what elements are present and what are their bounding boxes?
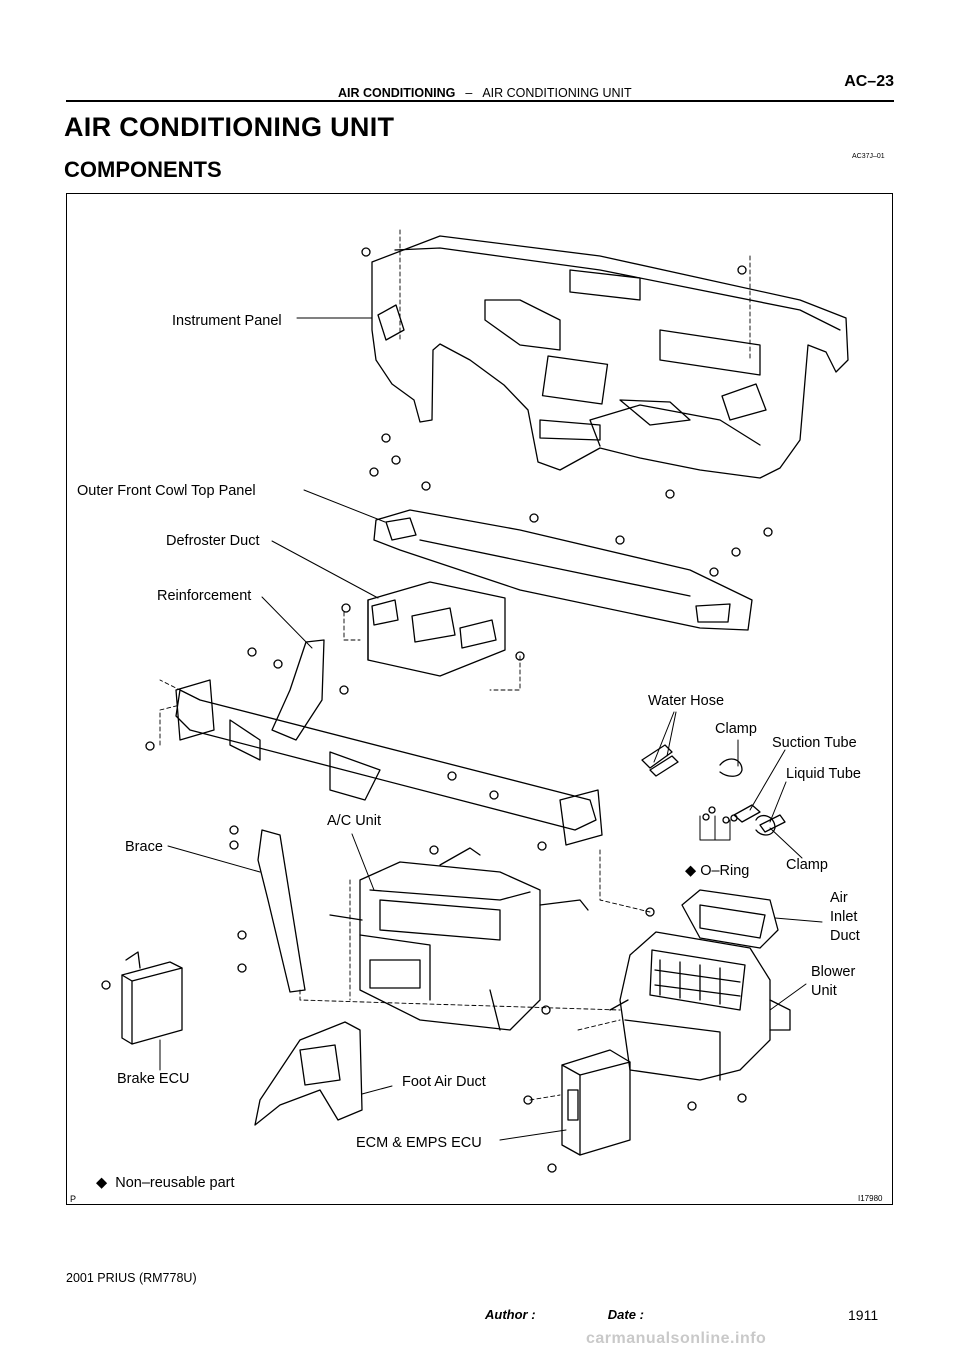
label-blower-line2: Unit [811, 983, 837, 999]
label-foot-air-duct: Foot Air Duct [402, 1074, 486, 1090]
label-blower-line1: Blower [811, 964, 856, 980]
label-defroster-duct: Defroster Duct [166, 533, 260, 549]
defroster-duct-drawing [341, 581, 525, 677]
label-clamp-lower: Clamp [786, 857, 828, 873]
label-air-inlet-line1: Air [830, 890, 848, 906]
page-subtitle: COMPONENTS [64, 157, 222, 182]
document-code: AC37J–01 [852, 153, 885, 160]
non-reusable-mark: ◆ [685, 863, 697, 879]
label-clamp-upper: Clamp [715, 721, 757, 737]
label-ac-unit: A/C Unit [327, 813, 381, 829]
label-air-inlet-line2: Inlet [830, 909, 858, 925]
label-instrument-panel: Instrument Panel [172, 313, 282, 329]
ecm-emps-ecu-drawing [523, 1049, 747, 1173]
cowl-panel-drawing [369, 433, 773, 631]
label-o-ring: ◆ O–Ring [685, 862, 749, 880]
plumbing-drawing [641, 744, 786, 836]
label-liquid-tube: Liquid Tube [786, 766, 861, 782]
figure-frame [66, 193, 893, 1205]
page-title: AIR CONDITIONING UNIT [64, 112, 395, 142]
o-ring-text: O–Ring [700, 863, 750, 879]
blower-unit-drawing [609, 931, 791, 1081]
watermark: carmanualsonline.info [586, 1330, 767, 1347]
label-air-inlet-line3: Duct [830, 928, 860, 944]
author-date-line: Author : Date : [485, 1307, 644, 1322]
label-reinforcement: Reinforcement [157, 588, 252, 604]
section-separator: – [465, 86, 473, 100]
label-brake-ecu: Brake ECU [117, 1071, 190, 1087]
figure-id: I17980 [858, 1194, 883, 1203]
legend-non-reusable: ◆ Non–reusable part [96, 1174, 235, 1192]
ac-unit-drawing [329, 845, 589, 1031]
label-suction-tube: Suction Tube [772, 735, 857, 751]
label-ecm-emps-ecu: ECM & EMPS ECU [356, 1135, 482, 1151]
figure-corner-mark: P [70, 1194, 77, 1204]
label-outer-front-cowl-top-panel: Outer Front Cowl Top Panel [77, 483, 256, 499]
instrument-panel-drawing [361, 229, 849, 479]
brake-ecu-drawing [101, 951, 183, 1045]
label-brace: Brace [125, 839, 163, 855]
foot-air-duct-drawing [254, 1021, 363, 1126]
section-header: AIR CONDITIONING–AIR CONDITIONING UNIT [338, 86, 632, 100]
subsection-name: AIR CONDITIONING UNIT [482, 86, 632, 100]
leader-lines [159, 317, 823, 1141]
page-reference: AC–23 [844, 73, 894, 90]
reinforcement-drawing [145, 639, 603, 851]
brace-drawing [229, 825, 306, 993]
section-name: AIR CONDITIONING [338, 86, 456, 100]
header-rule [66, 100, 894, 102]
air-inlet-duct-drawing [645, 889, 779, 949]
legend-mark: ◆ [96, 1175, 108, 1191]
label-water-hose: Water Hose [648, 693, 725, 709]
legend-text: Non–reusable part [115, 1175, 235, 1191]
assembly-guide-lines [159, 611, 651, 1101]
page-number: 1911 [848, 1307, 879, 1323]
model-reference: 2001 PRIUS (RM778U) [66, 1271, 197, 1285]
